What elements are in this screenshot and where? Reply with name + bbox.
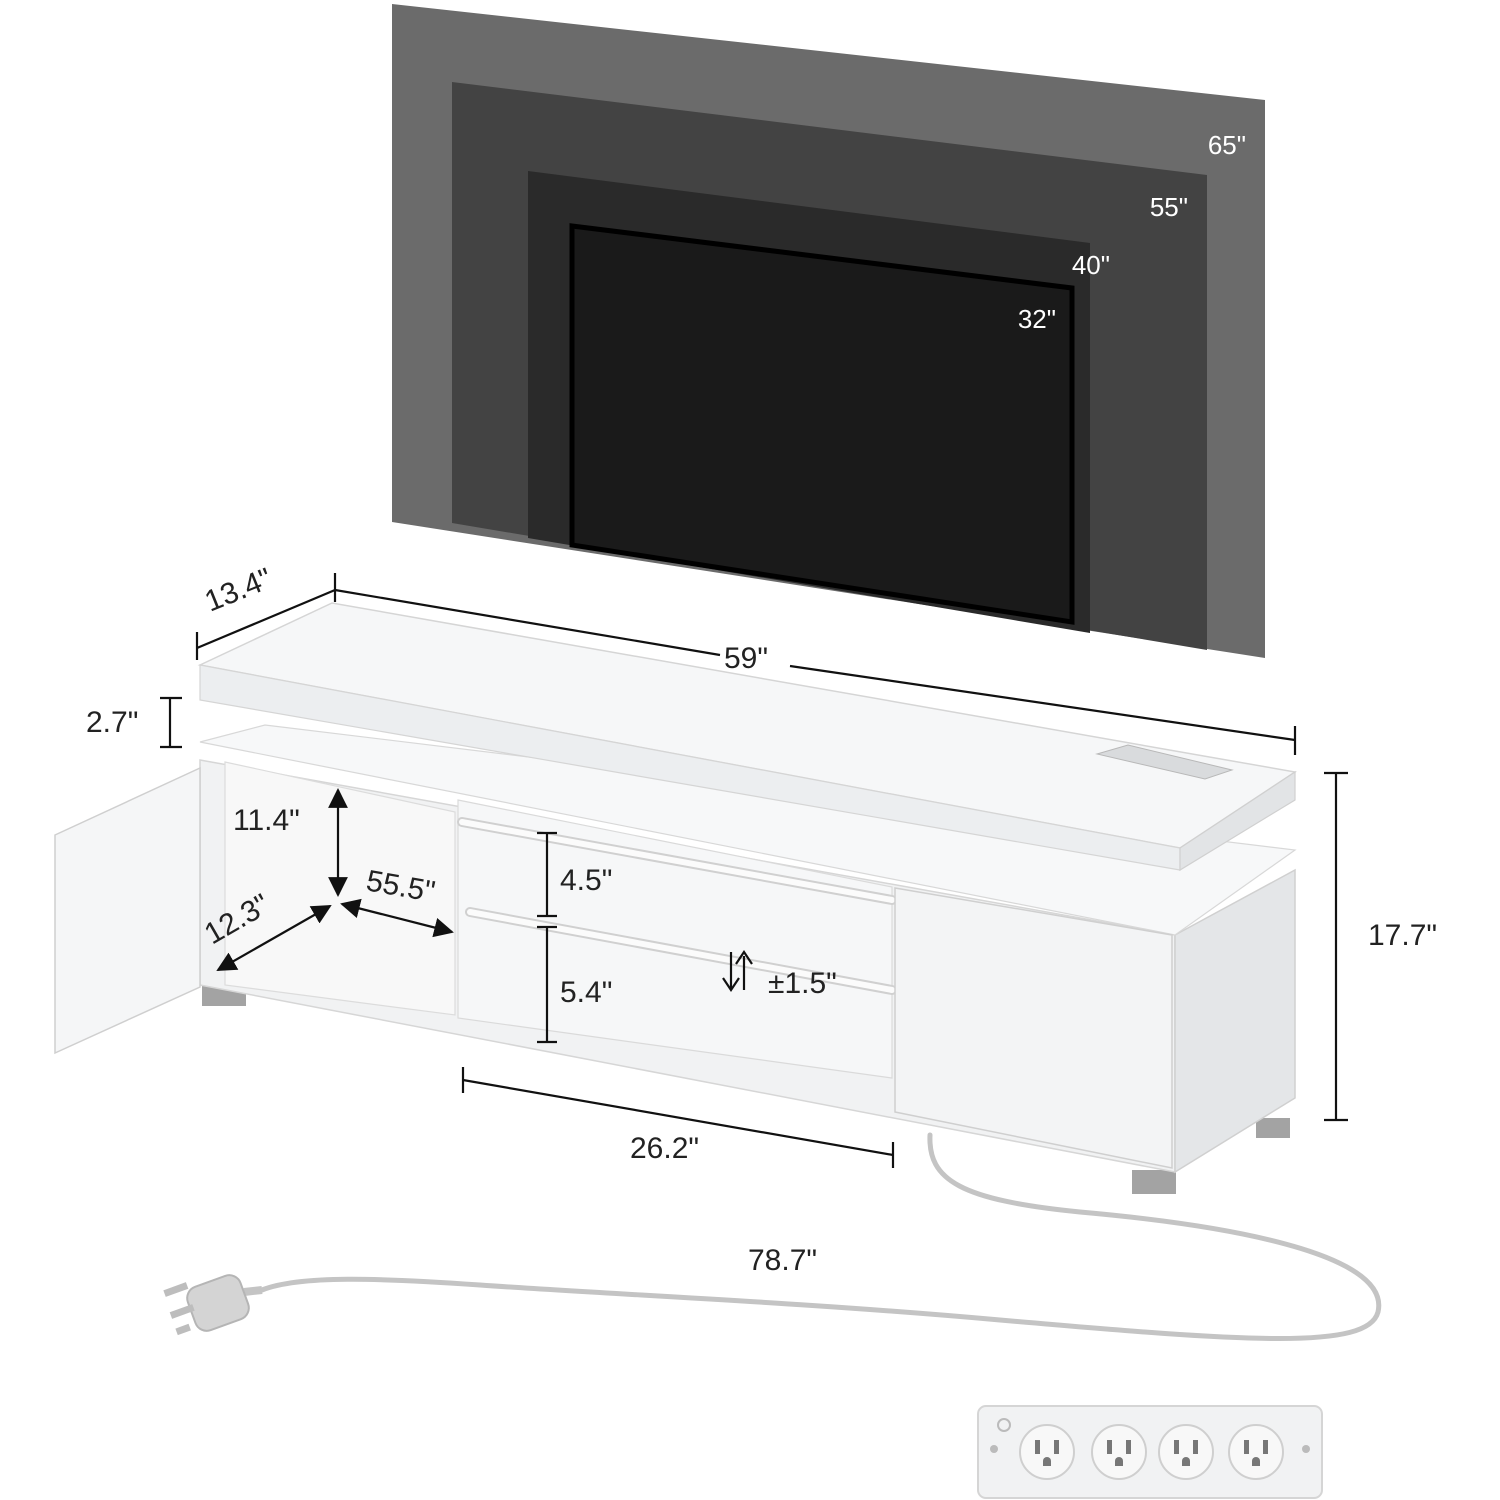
lower-shelf-label: 5.4" bbox=[560, 976, 612, 1009]
tv-40-label: 40" bbox=[1072, 250, 1110, 280]
light-bar bbox=[459, 819, 895, 903]
stand-leg bbox=[1132, 1170, 1176, 1194]
top-gap-label: 2.7" bbox=[86, 706, 138, 739]
tv-size-comparison: 65" 55" 40" 32" bbox=[392, 4, 1265, 658]
tv-stand bbox=[54, 602, 1297, 1194]
outlet-icon bbox=[1158, 1424, 1214, 1480]
height-label: 17.7" bbox=[1368, 919, 1437, 952]
lower-top-plate bbox=[199, 724, 1297, 936]
tv-32-silhouette bbox=[569, 223, 1075, 625]
cord-cable bbox=[259, 1132, 1382, 1341]
cord-length-label: 78.7" bbox=[748, 1244, 817, 1277]
width-label: 59" bbox=[724, 642, 768, 675]
cabinet-depth-line bbox=[216, 905, 332, 971]
center-compartment bbox=[457, 799, 893, 1079]
right-door bbox=[894, 887, 1173, 1169]
depth-line bbox=[196, 588, 336, 650]
up-down-arrows-icon bbox=[722, 950, 753, 992]
top-slab-side bbox=[1179, 770, 1296, 872]
upper-shelf-label: 4.5" bbox=[560, 864, 612, 897]
left-door bbox=[54, 766, 201, 1055]
power-cord: 78.7" bbox=[163, 1132, 1382, 1341]
stand-leg bbox=[1256, 1118, 1290, 1138]
plug-icon bbox=[163, 1274, 263, 1336]
depth-label: 13.4" bbox=[200, 562, 276, 618]
center-width-line bbox=[462, 1078, 894, 1157]
outlet-icon bbox=[1091, 1424, 1147, 1480]
tv-55-label: 55" bbox=[1150, 192, 1188, 222]
width-line-left bbox=[334, 588, 721, 657]
center-width-label: 26.2" bbox=[630, 1132, 699, 1165]
tv-65-label: 65" bbox=[1208, 130, 1246, 160]
cabinet-width-line bbox=[340, 898, 454, 938]
shelf-adjust-label: ±1.5" bbox=[768, 967, 837, 1000]
cabinet-height-label: 11.4" bbox=[233, 804, 300, 837]
stand-side bbox=[1174, 868, 1296, 1174]
power-strip-icon bbox=[977, 1405, 1323, 1499]
top-socket bbox=[1095, 744, 1234, 780]
tv-32-label: 32" bbox=[1018, 304, 1056, 334]
outlet-icon bbox=[1019, 1424, 1075, 1480]
width-line-right bbox=[789, 664, 1296, 742]
shelf-edge bbox=[467, 909, 895, 993]
outlet-icon bbox=[1228, 1424, 1284, 1480]
